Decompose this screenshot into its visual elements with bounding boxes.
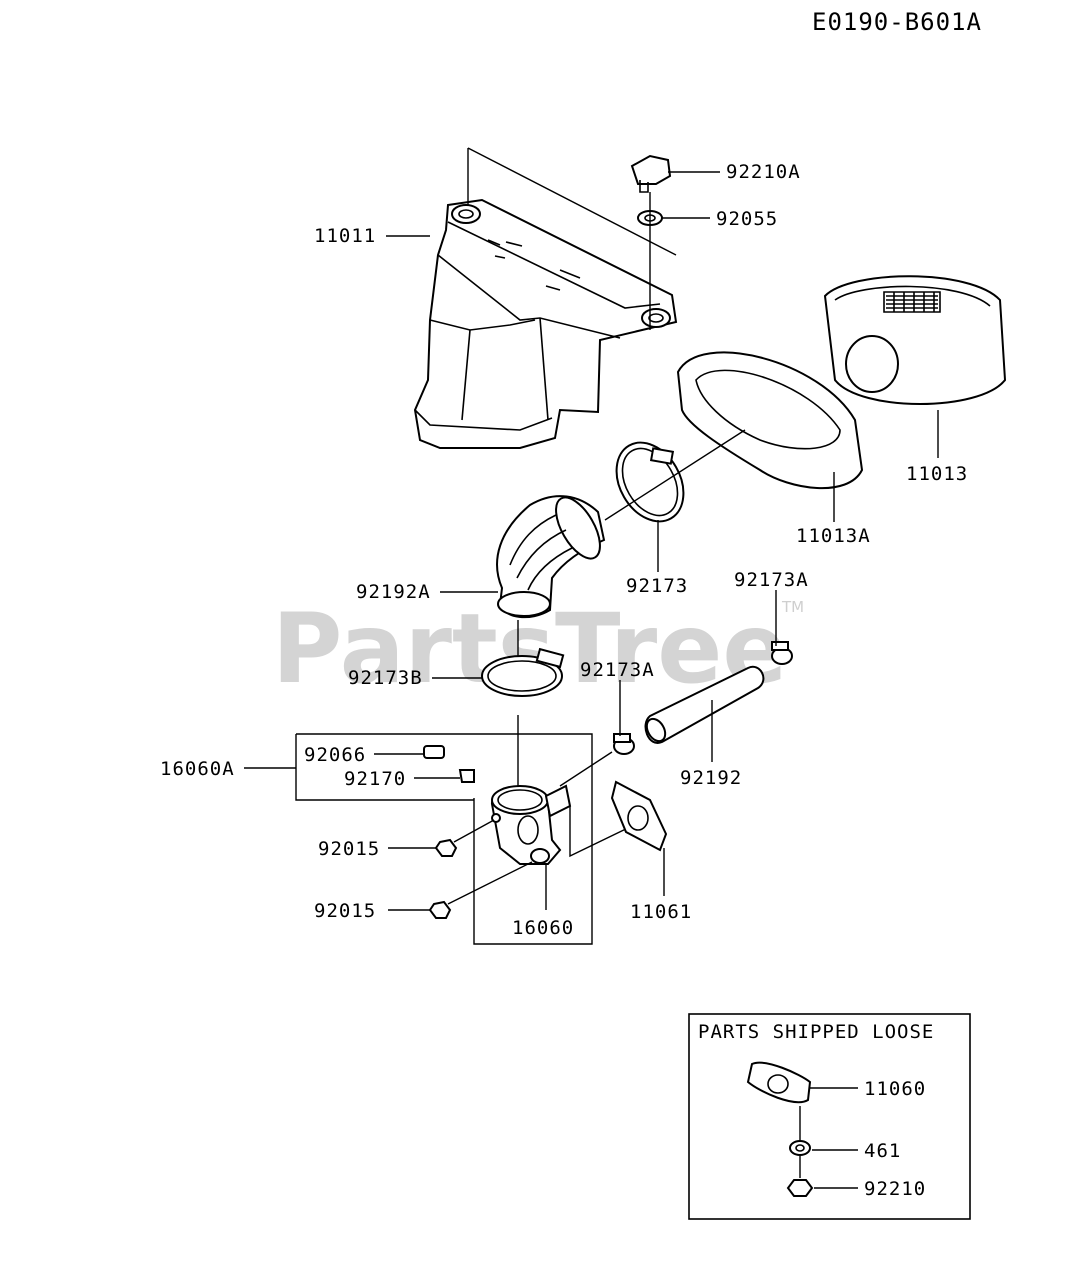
label-11011: 11011 xyxy=(314,225,376,247)
gasket-11061[interactable] xyxy=(610,780,668,852)
leader-pipe-hose xyxy=(559,751,613,787)
loose-box-title: PARTS SHIPPED LOOSE xyxy=(698,1021,934,1043)
pre-cleaner-11013A[interactable] xyxy=(676,351,864,489)
label-92192: 92192 xyxy=(680,767,742,789)
bracket-16060A-left xyxy=(295,734,474,801)
clamp-92173[interactable] xyxy=(603,431,697,534)
label-92173B: 92173B xyxy=(348,667,423,689)
label-92210: 92210 xyxy=(864,1178,926,1200)
leader-hose-pre-cleaner xyxy=(604,429,746,521)
diagram-code: E0190-B601A xyxy=(812,8,982,36)
breather-hose-92192[interactable] xyxy=(643,665,765,745)
leader-11011-diag xyxy=(467,147,677,256)
plug-92066[interactable] xyxy=(423,745,445,759)
label-16060A: 16060A xyxy=(160,758,235,780)
bracket-16060A xyxy=(296,733,593,945)
label-92192A: 92192A xyxy=(356,581,431,603)
elbow-hose-92192A[interactable] xyxy=(496,491,609,619)
intake-pipe-16060[interactable] xyxy=(491,784,572,865)
clamp-92173B[interactable] xyxy=(481,647,565,697)
knob-92210A[interactable] xyxy=(630,154,672,193)
nipple-92170[interactable] xyxy=(458,769,475,783)
label-92173A-mid: 92173A xyxy=(580,659,655,681)
nut-92210[interactable] xyxy=(786,1179,814,1197)
label-11013A: 11013A xyxy=(796,525,871,547)
air-filter-element-11013[interactable] xyxy=(823,275,1007,405)
watermark-tm: TM xyxy=(781,598,804,616)
label-92173A-top: 92173A xyxy=(734,569,809,591)
clamp-92173A-top[interactable] xyxy=(771,641,793,665)
label-92015-b: 92015 xyxy=(314,900,376,922)
label-16060: 16060 xyxy=(512,917,574,939)
label-11060: 11060 xyxy=(864,1078,926,1100)
parts-shipped-loose-box: PARTS SHIPPED LOOSE 11060 461 92210 xyxy=(688,1013,971,1220)
label-92015-a: 92015 xyxy=(318,838,380,860)
nut-92015-a[interactable] xyxy=(434,838,458,857)
clamp-92173A-mid[interactable] xyxy=(613,733,635,755)
leader-nut-b xyxy=(447,861,533,905)
label-11061: 11061 xyxy=(630,901,692,923)
gasket-11060[interactable] xyxy=(746,1061,812,1104)
air-cleaner-cover-11011[interactable] xyxy=(413,198,678,449)
label-92055: 92055 xyxy=(716,208,778,230)
label-92170: 92170 xyxy=(344,768,406,790)
washer-461[interactable] xyxy=(789,1140,811,1156)
leader-pipe-gasket xyxy=(569,806,633,858)
nut-92015-b[interactable] xyxy=(428,900,452,919)
label-92173: 92173 xyxy=(626,575,688,597)
label-92066: 92066 xyxy=(304,744,366,766)
leader-nut-a xyxy=(453,819,495,843)
label-461: 461 xyxy=(864,1140,901,1162)
label-11013: 11013 xyxy=(906,463,968,485)
label-92210A: 92210A xyxy=(726,161,801,183)
